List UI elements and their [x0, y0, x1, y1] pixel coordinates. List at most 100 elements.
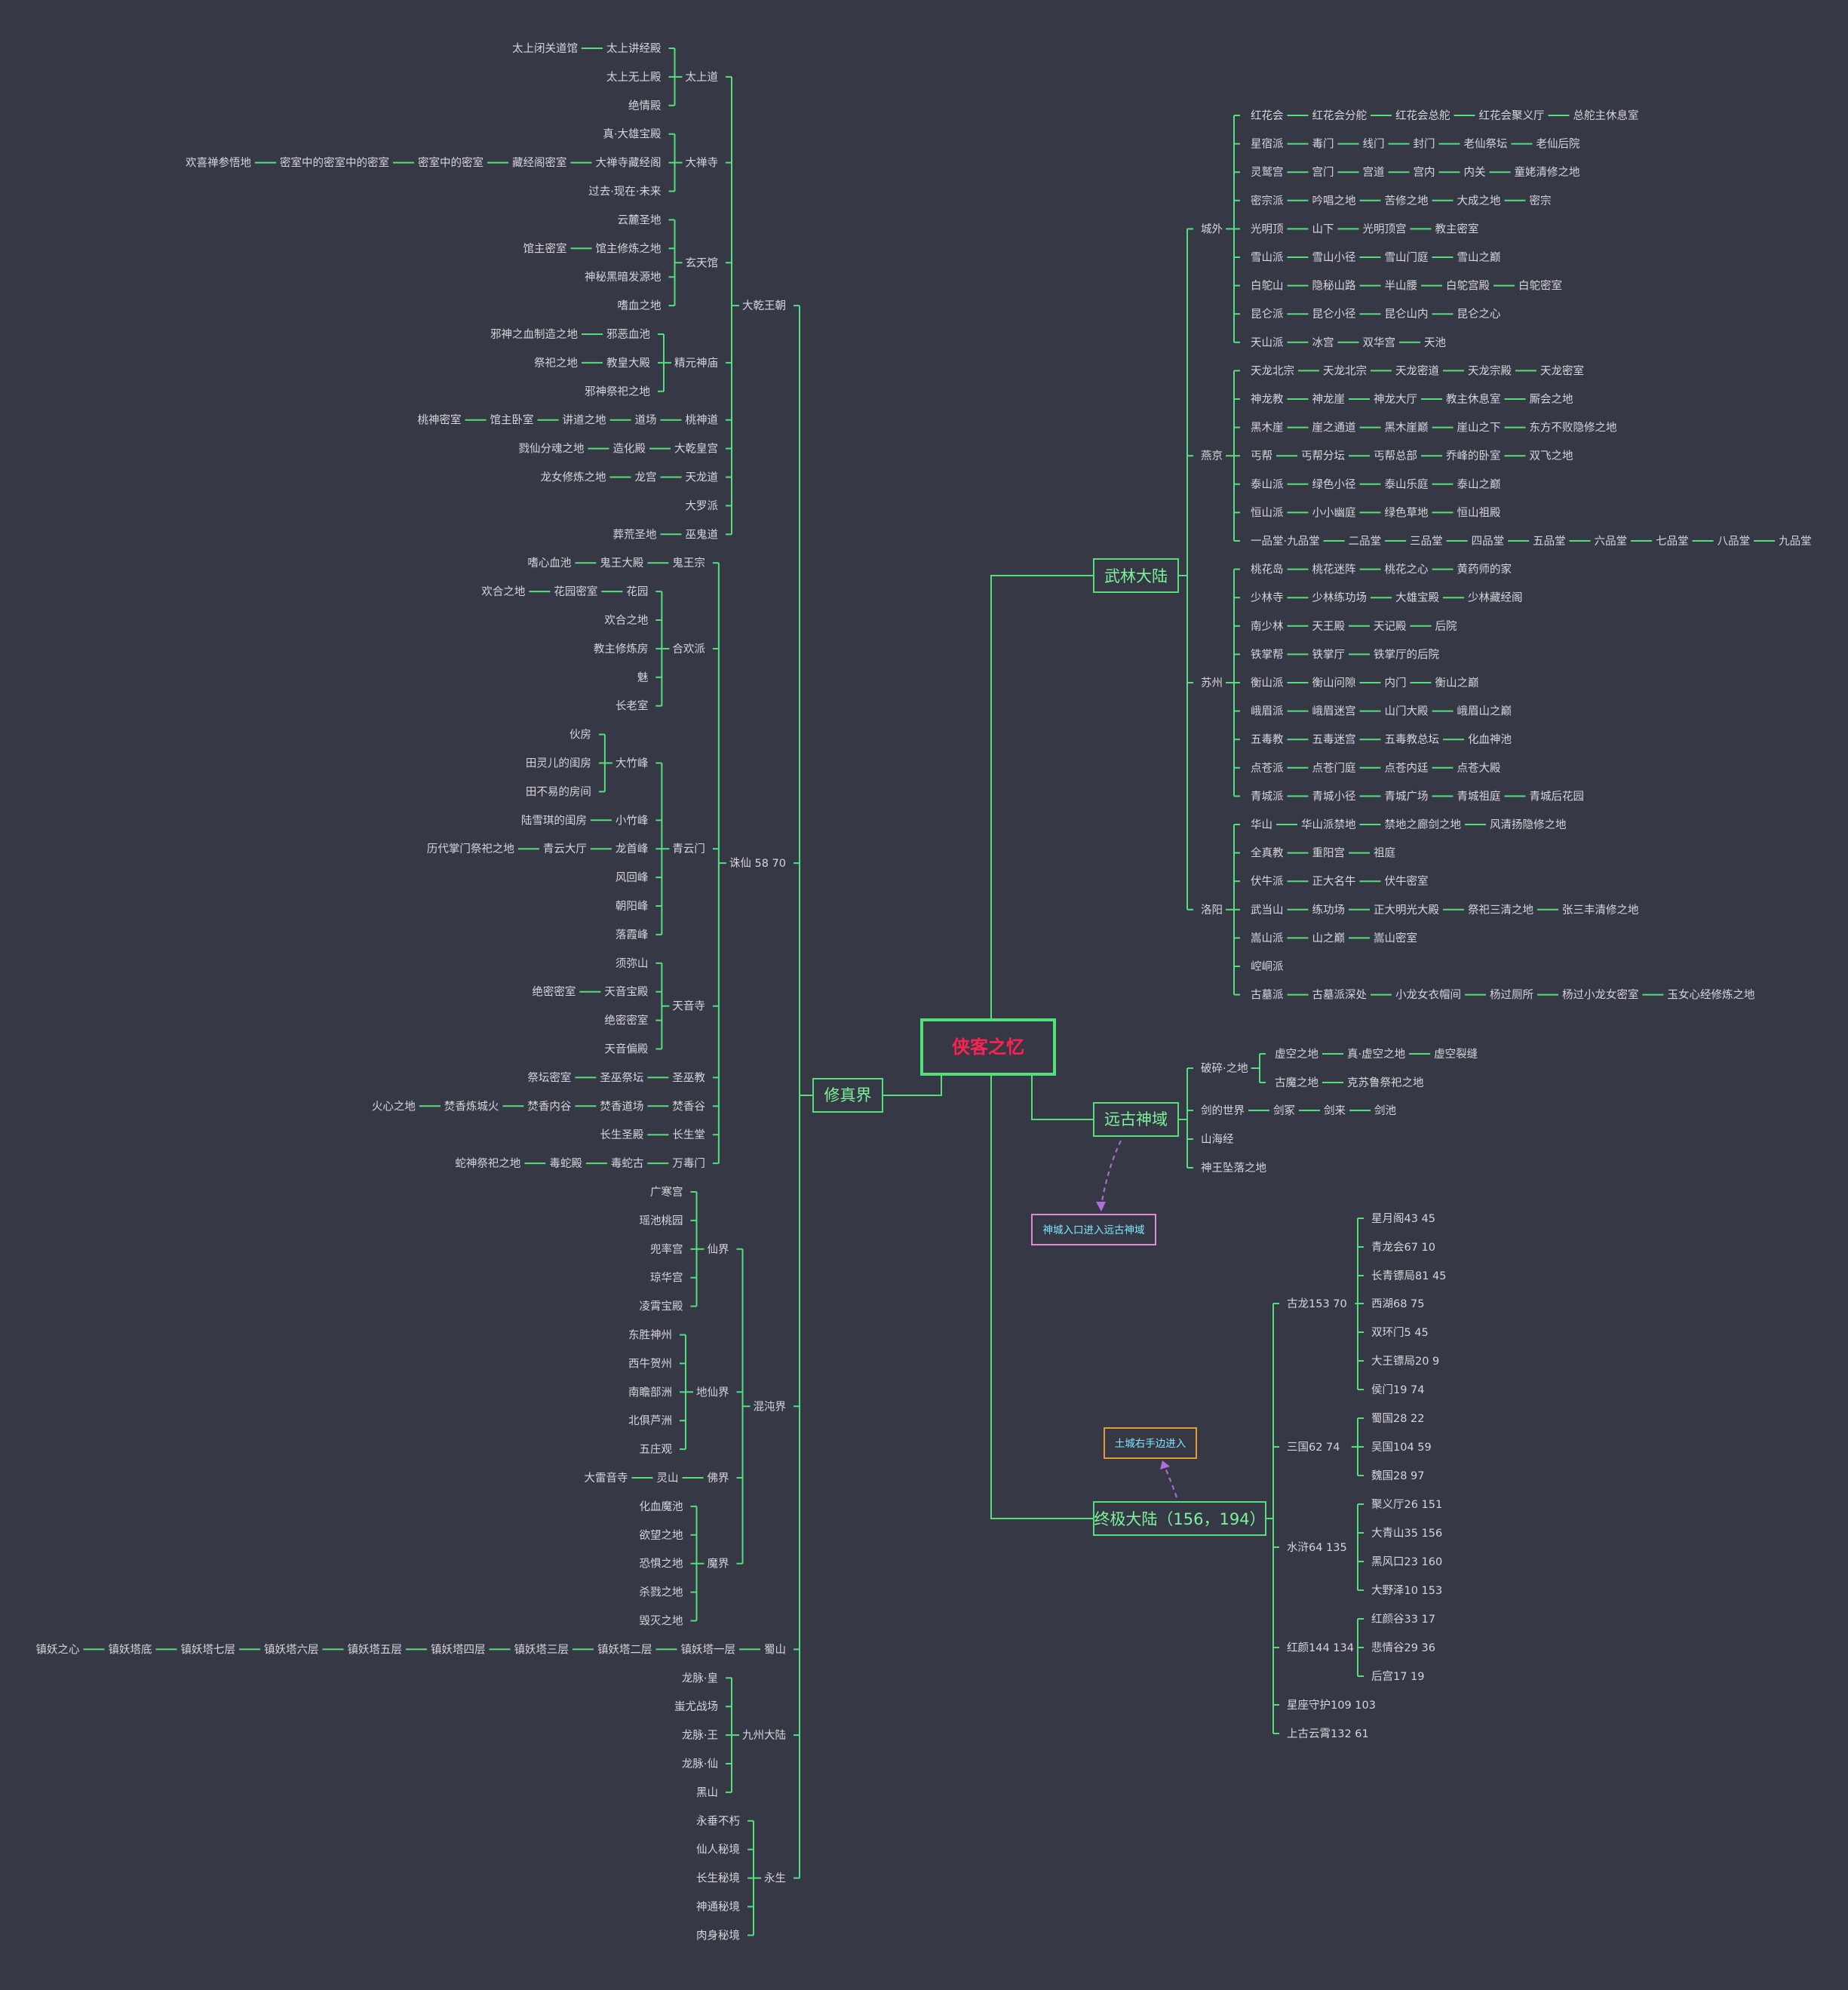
node-label-256[interactable]: 焚香内谷: [527, 1100, 571, 1113]
node-label-307[interactable]: 神通秘境: [696, 1900, 740, 1914]
node-label-275[interactable]: 南瞻部洲: [628, 1386, 672, 1399]
node-label-62[interactable]: 丐帮总部: [1374, 450, 1417, 462]
node-label-246[interactable]: 须弥山: [615, 957, 649, 970]
node-label-103[interactable]: 峨眉迷宫: [1312, 705, 1355, 718]
node-label-93[interactable]: 天记殿: [1374, 620, 1407, 633]
node-label-56[interactable]: 崖之通道: [1312, 422, 1355, 435]
node-label-262[interactable]: 毒蛇古: [611, 1157, 644, 1170]
node-label-29[interactable]: 雪山门庭: [1384, 251, 1428, 264]
node-label-57[interactable]: 黑木崖巅: [1384, 422, 1428, 435]
node-label-88[interactable]: 少林练功场: [1312, 591, 1367, 604]
node-label-92[interactable]: 天王殿: [1312, 621, 1345, 633]
node-label-30[interactable]: 雪山之巅: [1457, 251, 1500, 264]
node-label-240[interactable]: 青云大厅: [543, 843, 587, 855]
node-label-157[interactable]: 古龙153 70: [1287, 1297, 1347, 1310]
node-label-173[interactable]: 大野泽10 153: [1371, 1584, 1442, 1597]
node-label-271[interactable]: 凌霄宝殿: [640, 1301, 683, 1313]
node-label-248[interactable]: 绝密密室: [532, 986, 576, 999]
node-label-60[interactable]: 丐帮: [1251, 450, 1272, 462]
node-label-298[interactable]: 龙脉·皇: [682, 1672, 718, 1684]
node-label-193[interactable]: 过去·现在·未来: [588, 186, 662, 198]
node-label-44[interactable]: 燕京: [1201, 450, 1223, 462]
node-label-97[interactable]: 铁掌厅的后院: [1374, 648, 1439, 661]
node-label-52[interactable]: 神龙大厅: [1374, 393, 1417, 406]
node-label-150[interactable]: 克苏鲁祭祀之地: [1347, 1076, 1424, 1089]
node-label-122[interactable]: 禁地之廊剑之地: [1384, 818, 1461, 831]
node-label-250[interactable]: 天音偏殿: [604, 1043, 648, 1056]
node-label-214[interactable]: 天龙道: [686, 471, 719, 484]
node-label-139[interactable]: 古墓派: [1251, 989, 1284, 1002]
node-label-203[interactable]: 教皇大殿: [606, 357, 650, 370]
node-label-40[interactable]: 天山派: [1251, 336, 1284, 349]
node-label-23[interactable]: 光明顶: [1251, 223, 1284, 235]
node-label-15[interactable]: 宫内: [1413, 166, 1435, 179]
node-label-51[interactable]: 神龙崖: [1312, 393, 1345, 406]
node-label-72[interactable]: 恒山祖殿: [1457, 506, 1500, 519]
node-label-65[interactable]: 泰山派: [1251, 478, 1284, 491]
node-label-253[interactable]: 祭坛密室: [527, 1071, 571, 1084]
node-label-211[interactable]: 大乾皇宫: [674, 443, 718, 456]
node-label-5[interactable]: 总舵主休息室: [1573, 109, 1638, 122]
node-label-147[interactable]: 真·虚空之地: [1347, 1047, 1405, 1061]
node-label-120[interactable]: 华山: [1251, 818, 1272, 831]
node-label-54[interactable]: 厮会之地: [1529, 393, 1573, 406]
node-label-279[interactable]: 灵山: [657, 1472, 679, 1485]
node-label-27[interactable]: 雪山派: [1251, 251, 1284, 264]
node-label-11[interactable]: 老仙后院: [1536, 138, 1579, 151]
node-label-89[interactable]: 大雄宝殿: [1395, 591, 1439, 604]
node-label-304[interactable]: 永垂不朽: [696, 1815, 740, 1828]
node-label-190[interactable]: 密室中的密室: [418, 157, 483, 170]
node-label-145[interactable]: 破碎·之地: [1201, 1062, 1248, 1075]
node-label-38[interactable]: 昆仑山内: [1384, 308, 1428, 321]
node-label-208[interactable]: 讲道之地: [563, 414, 606, 427]
node-label-218[interactable]: 巫鬼道: [686, 528, 719, 541]
node-label-249[interactable]: 绝密密室: [604, 1015, 648, 1027]
node-label-242[interactable]: 风回峰: [615, 871, 649, 884]
node-label-165[interactable]: 三国62 74: [1287, 1442, 1340, 1454]
node-label-66[interactable]: 绿色小径: [1312, 478, 1355, 491]
node-label-216[interactable]: 龙女修炼之地: [541, 471, 606, 484]
node-label-300[interactable]: 龙脉·王: [682, 1729, 718, 1742]
node-label-7[interactable]: 毒门: [1312, 138, 1334, 151]
node-label-297[interactable]: 九州大陆: [742, 1729, 786, 1742]
node-label-98[interactable]: 衡山派: [1251, 677, 1284, 689]
node-label-254[interactable]: 焚香谷: [672, 1100, 705, 1113]
node-label-303[interactable]: 永生: [764, 1872, 786, 1885]
node-label-213[interactable]: 戮仙分魂之地: [519, 443, 585, 456]
node-label-95[interactable]: 铁掌帮: [1251, 648, 1284, 661]
node-label-1[interactable]: 红花会: [1251, 109, 1284, 122]
node-label-179[interactable]: 上古云霄132 61: [1287, 1727, 1369, 1740]
node-label-185[interactable]: 绝情殿: [628, 100, 662, 112]
node-label-238[interactable]: 陆雪琪的闺房: [521, 814, 587, 827]
node-label-138[interactable]: 崆峒派: [1251, 960, 1284, 973]
node-label-128[interactable]: 正大名牛: [1312, 875, 1355, 888]
node-label-106[interactable]: 五毒教: [1251, 733, 1284, 746]
node-label-184[interactable]: 太上无上殿: [606, 71, 662, 84]
node-label-191[interactable]: 密室中的密室中的密室: [280, 157, 389, 170]
node-label-99[interactable]: 衡山问隙: [1312, 677, 1355, 689]
node-label-155[interactable]: 山海经: [1201, 1133, 1234, 1146]
node-label-305[interactable]: 仙人秘境: [696, 1843, 740, 1856]
node-label-91[interactable]: 南少林: [1251, 620, 1284, 633]
node-label-163[interactable]: 大王镖局20 9: [1371, 1355, 1439, 1368]
node-label-276[interactable]: 北俱芦洲: [628, 1414, 672, 1427]
node-label-33[interactable]: 半山腰: [1384, 280, 1417, 293]
node-label-79[interactable]: 七品堂: [1656, 535, 1689, 548]
node-label-189[interactable]: 藏经阁密室: [512, 157, 567, 170]
node-label-161[interactable]: 西湖68 75: [1371, 1297, 1425, 1310]
node-label-247[interactable]: 天音宝殿: [604, 986, 648, 999]
node-label-162[interactable]: 双环门5 45: [1371, 1326, 1429, 1339]
node-label-195[interactable]: 云麓圣地: [618, 213, 662, 226]
node-label-83[interactable]: 桃花岛: [1251, 564, 1284, 576]
node-label-43[interactable]: 天池: [1424, 336, 1446, 349]
node-label-244[interactable]: 落霞峰: [615, 929, 649, 941]
node-label-130[interactable]: 武当山: [1251, 904, 1284, 917]
node-label-267[interactable]: 广寒宫: [650, 1185, 683, 1199]
node-label-46[interactable]: 天龙北宗: [1323, 364, 1367, 377]
node-label-296[interactable]: 镇妖之心: [36, 1643, 80, 1656]
node-label-290[interactable]: 镇妖塔三层: [514, 1643, 569, 1656]
node-label-245[interactable]: 天音寺: [672, 1000, 705, 1013]
node-label-6[interactable]: 星宿派: [1251, 138, 1284, 151]
node-label-78[interactable]: 六品堂: [1595, 535, 1628, 548]
node-label-0[interactable]: 城外: [1201, 223, 1223, 235]
